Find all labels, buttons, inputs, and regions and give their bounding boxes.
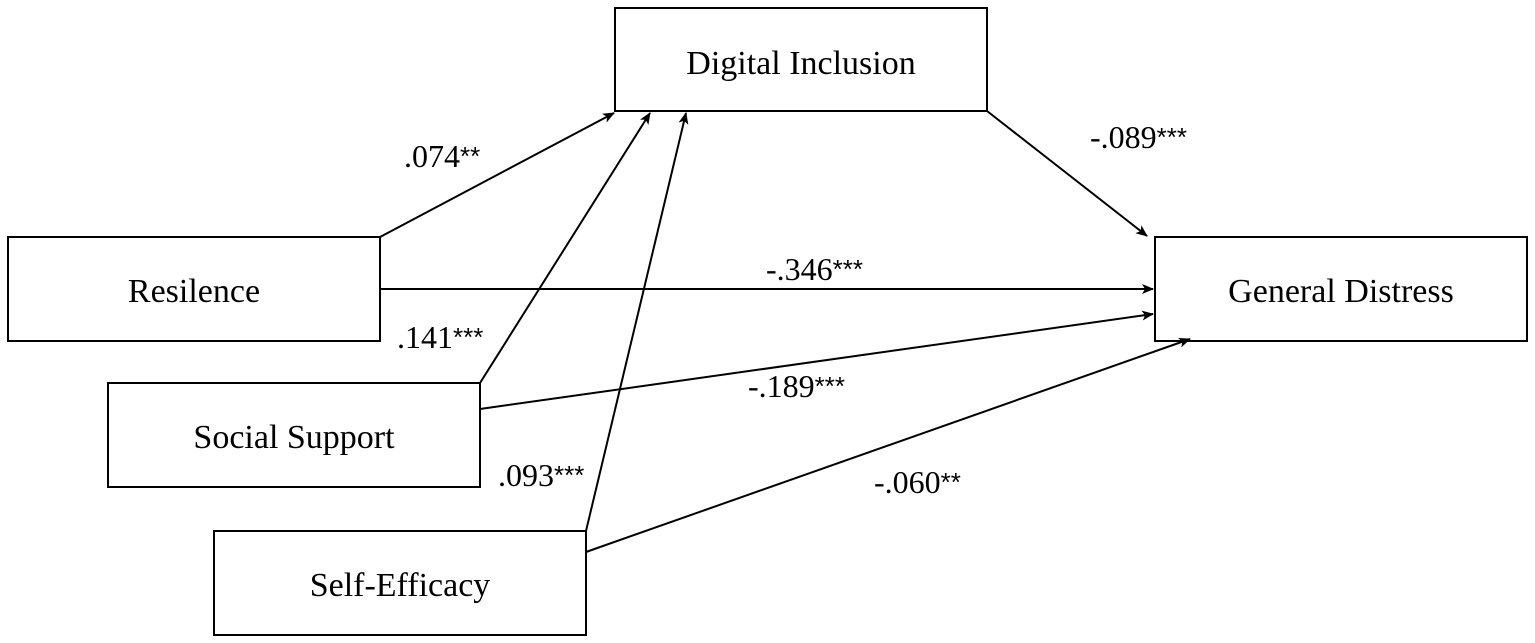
arrow-social-to-inclusion xyxy=(479,112,651,384)
coef-value: -.346 xyxy=(766,251,833,287)
coef-social-to-inclusion: .141*** xyxy=(397,319,483,355)
node-box xyxy=(213,530,587,636)
node-label: Social Support xyxy=(193,419,395,456)
coef-significance: ** xyxy=(941,467,961,497)
coef-significance: *** xyxy=(833,254,863,284)
node-box xyxy=(1154,236,1528,342)
node-label: Resilence xyxy=(128,273,260,310)
node-self-efficacy: Self-Efficacy xyxy=(213,530,587,636)
node-digital-inclusion: Digital Inclusion xyxy=(614,7,988,112)
coef-value: .093 xyxy=(498,457,554,493)
coef-inclusion-to-distress: -.089*** xyxy=(1090,119,1187,155)
node-social-support: Social Support xyxy=(107,382,481,488)
node-resilience: Resilence xyxy=(7,236,381,342)
coef-value: -.060 xyxy=(874,464,941,500)
coef-efficacy-to-inclusion: .093*** xyxy=(498,457,584,493)
node-label: General Distress xyxy=(1228,273,1454,310)
arrow-social-to-distress xyxy=(479,310,1154,410)
node-box xyxy=(7,236,381,342)
arrow-efficacy-to-distress xyxy=(585,337,1191,553)
coef-efficacy-to-distress: -.060** xyxy=(874,464,961,500)
coef-significance: ** xyxy=(460,141,480,171)
coef-value: .141 xyxy=(397,319,453,355)
coef-significance: *** xyxy=(554,460,584,490)
coef-significance: *** xyxy=(815,371,845,401)
node-general-distress: General Distress xyxy=(1154,236,1528,342)
node-box xyxy=(614,7,988,112)
arrow-efficacy-to-inclusion xyxy=(585,112,689,532)
coef-value: -.089 xyxy=(1090,119,1157,155)
coef-significance: *** xyxy=(1157,122,1187,152)
node-box xyxy=(107,382,481,488)
coef-value: .074 xyxy=(404,138,460,174)
node-label: Digital Inclusion xyxy=(686,45,915,82)
coef-significance: *** xyxy=(453,322,483,352)
coef-value: -.189 xyxy=(748,368,815,404)
arrow-inclusion-to-distress xyxy=(986,110,1148,237)
arrow-resilience-to-inclusion xyxy=(379,112,615,238)
coef-social-to-distress: -.189*** xyxy=(748,368,845,404)
node-label: Self-Efficacy xyxy=(310,567,491,604)
coef-resilience-to-inclusion: .074** xyxy=(404,138,480,174)
coef-resilience-to-distress: -.346*** xyxy=(766,251,863,287)
